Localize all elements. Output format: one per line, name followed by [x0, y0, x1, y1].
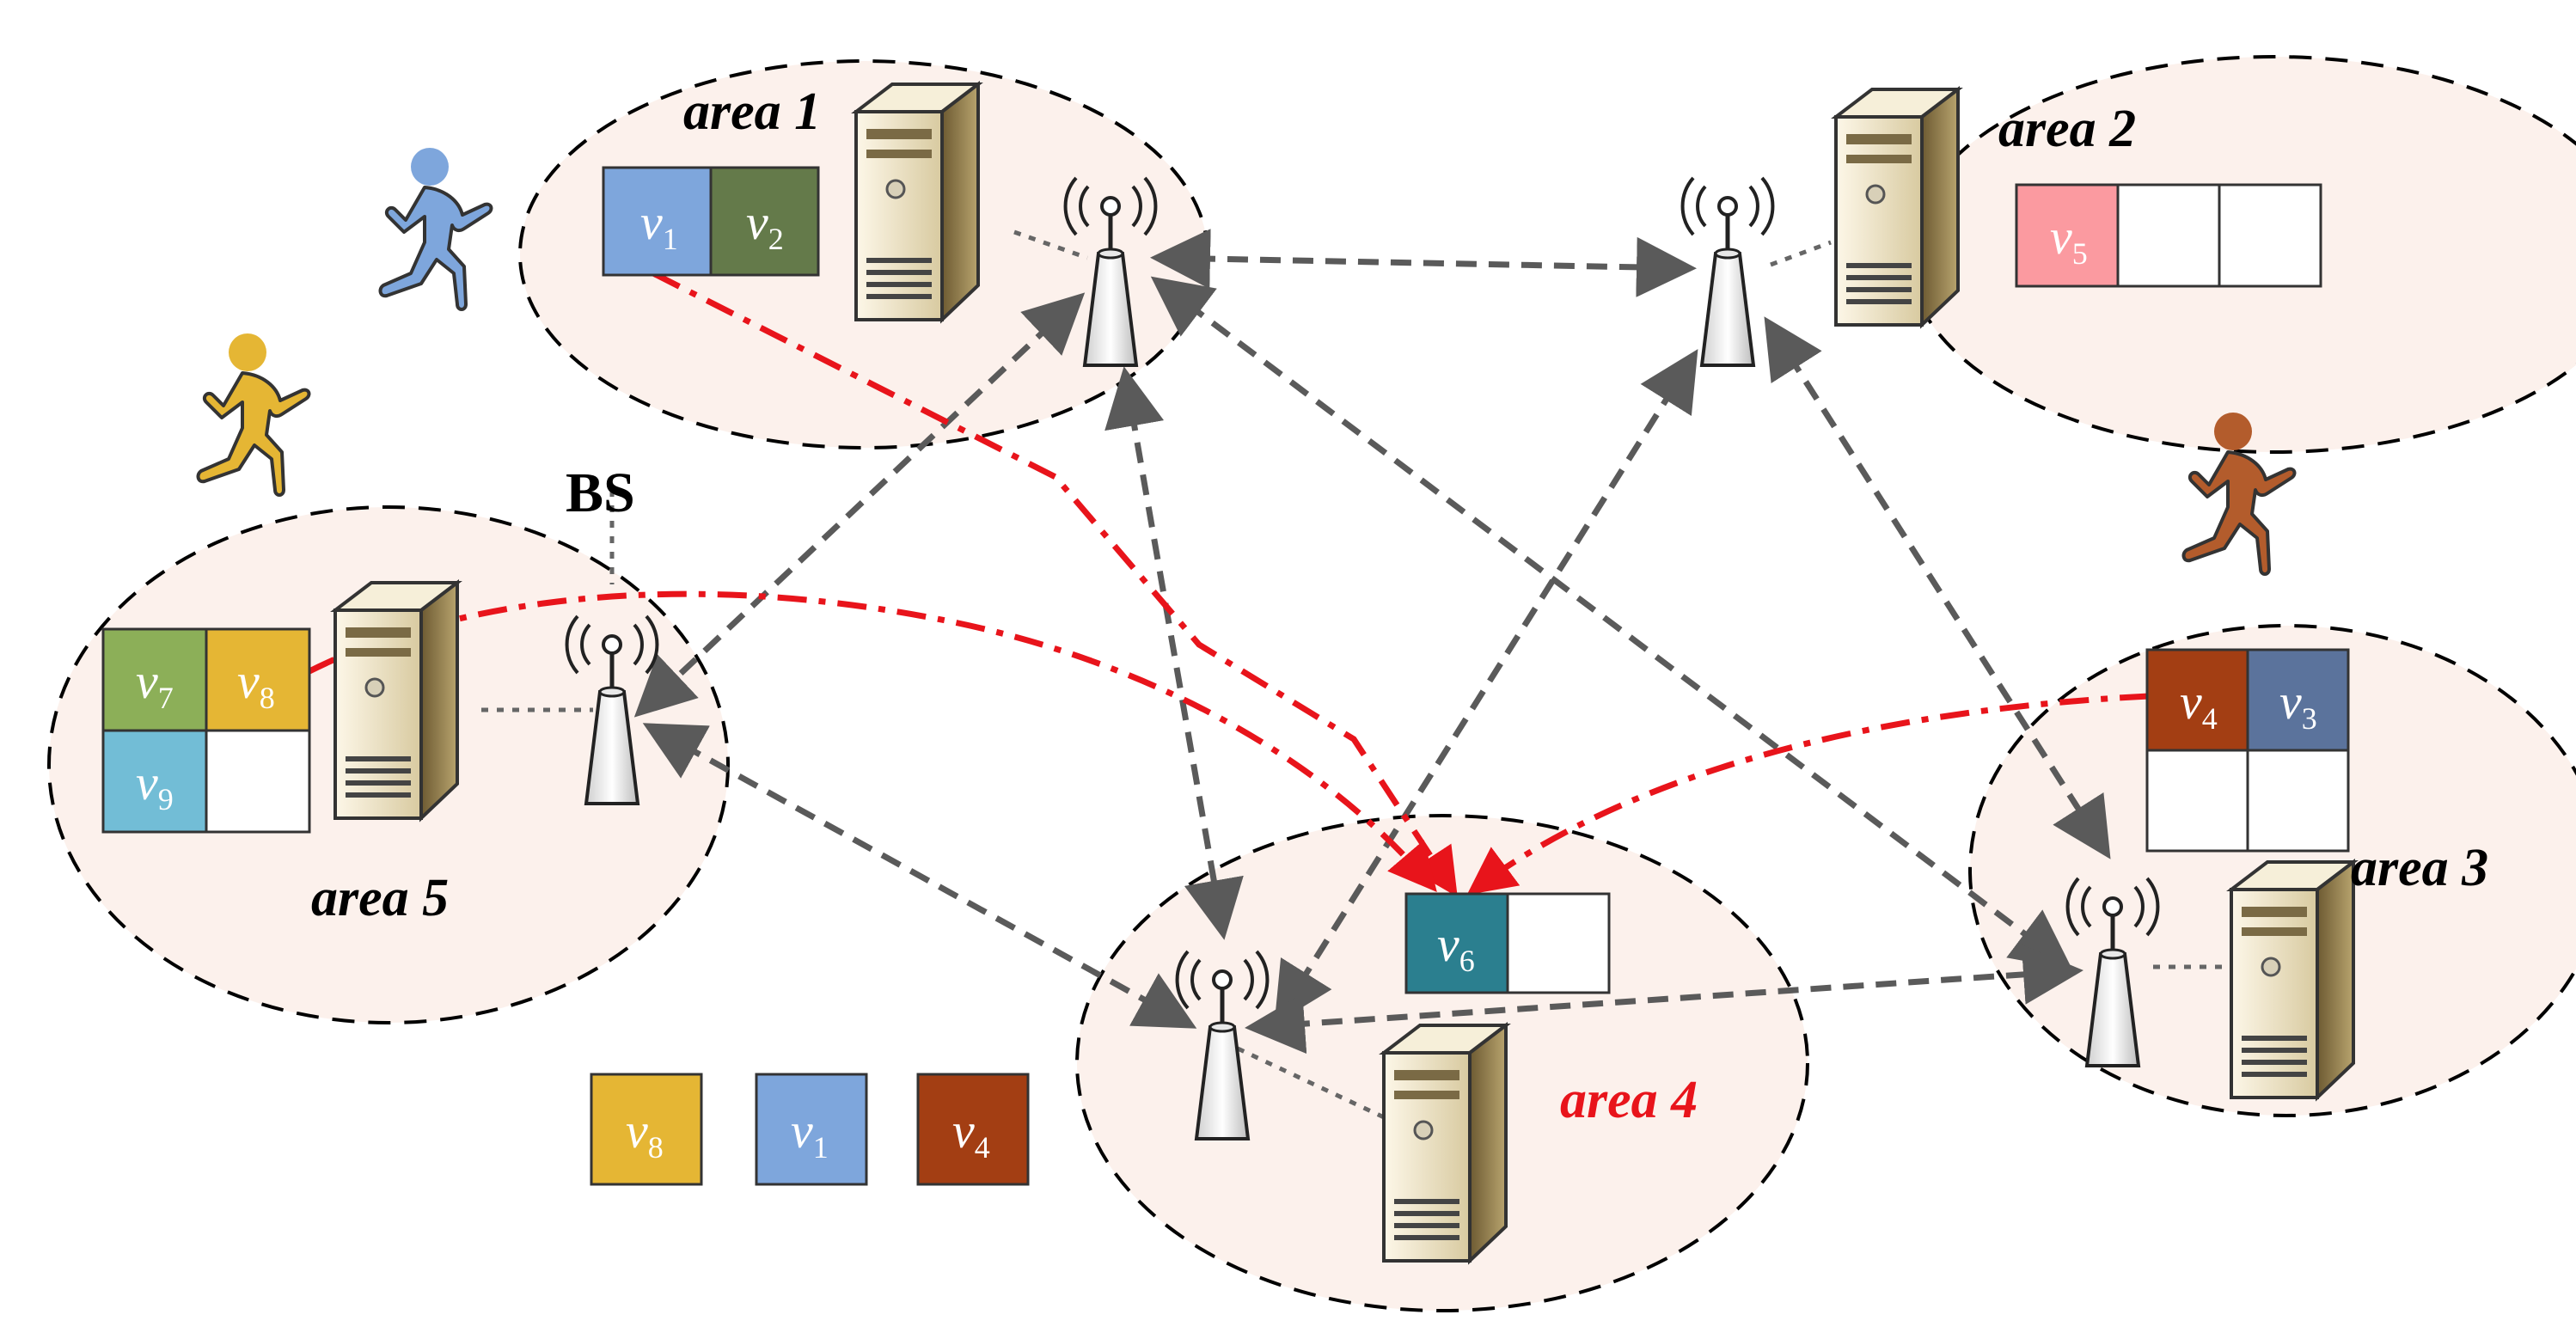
area-3-label: area 3	[2351, 839, 2488, 897]
cache-v1: v1	[640, 194, 678, 256]
link-bs1-bs5	[633, 292, 1086, 718]
requested-content-legend: v8 v1 v4	[590, 1073, 1030, 1186]
area-1-label: area 1	[683, 83, 821, 141]
user-yellow-icon	[196, 332, 311, 497]
area-4-label: area 4	[1560, 1071, 1698, 1129]
area-2-server-icon	[1834, 88, 1960, 327]
cache-v2: v2	[746, 194, 784, 256]
area-2-base-station-icon	[1683, 178, 1773, 365]
request-v8-to-area4	[306, 590, 1437, 892]
request-v4-to-area4	[1466, 693, 2150, 896]
area-3-server-icon	[2230, 860, 2355, 1099]
legend-v8: v8	[626, 1103, 664, 1165]
link-bs2-bs3	[1764, 316, 2111, 859]
area-5-server-icon	[333, 581, 459, 820]
legend-v1: v1	[791, 1103, 829, 1165]
link-bs5-bs4	[642, 723, 1197, 1029]
area-5-cache: v7 v8 v9	[101, 627, 311, 834]
cache-v8: v8	[237, 653, 275, 715]
cache-v6: v6	[1437, 916, 1475, 978]
user-blue-icon	[378, 146, 493, 311]
link-bs4-bs3	[1245, 944, 2083, 1055]
cache-v3: v3	[2279, 674, 2317, 736]
area-2-cache: v5	[2015, 183, 2322, 288]
cache-v5: v5	[2050, 209, 2088, 271]
bs-label: BS	[566, 462, 635, 524]
area-1-server-icon	[854, 83, 980, 321]
area-5-label: area 5	[311, 869, 449, 927]
link-bs1-bs2	[1150, 229, 1697, 297]
cache-v4: v4	[2180, 674, 2218, 736]
cache-v9: v9	[136, 755, 174, 816]
request-v1-to-area4	[652, 270, 1458, 897]
area-4-server-icon	[1382, 1024, 1508, 1263]
area-3-cache: v4 v3	[2145, 648, 2350, 853]
area-1-cache: v1 v2	[602, 166, 820, 277]
area-2-label: area 2	[1998, 100, 2136, 158]
legend-v4: v4	[952, 1103, 990, 1165]
cache-v7: v7	[136, 653, 174, 715]
area-4-cache: v6	[1404, 892, 1611, 994]
